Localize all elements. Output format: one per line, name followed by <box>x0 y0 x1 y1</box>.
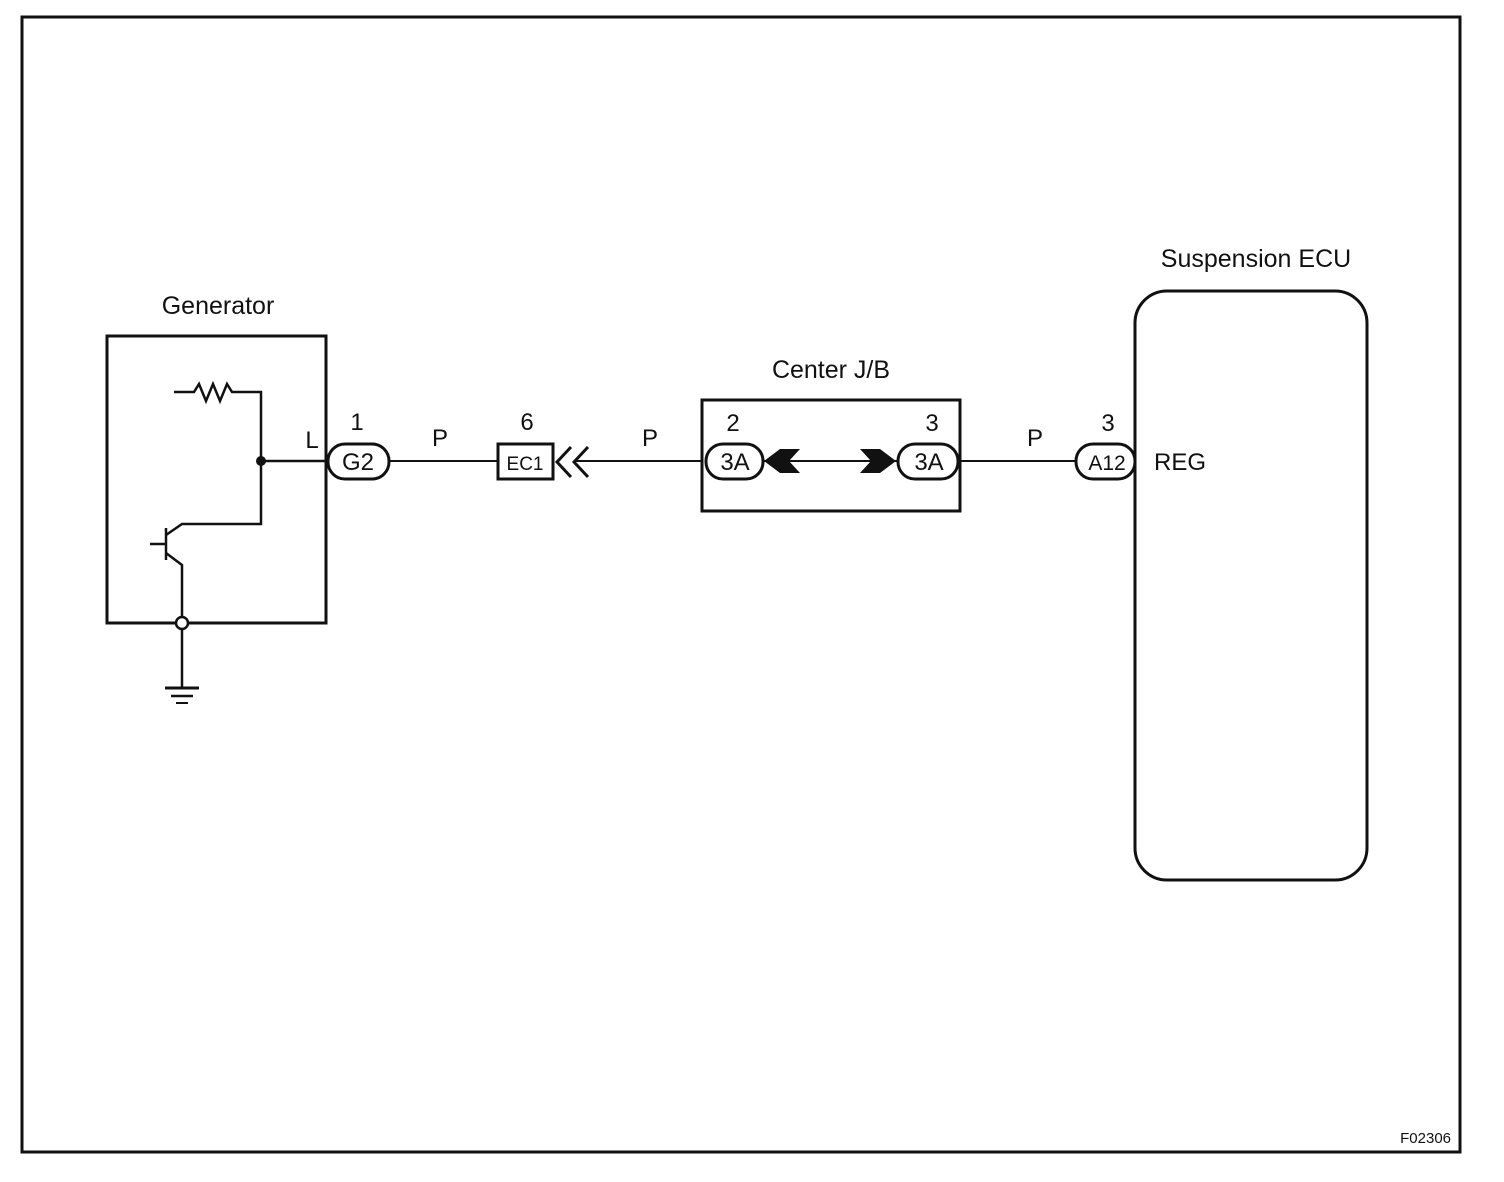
generator: Generator L <box>105 292 328 704</box>
center-jb-right-label: 3A <box>914 449 943 476</box>
generator-title: Generator <box>162 292 275 320</box>
suspension-ecu-box <box>1133 289 1369 882</box>
wire-1-color: P <box>432 425 448 452</box>
transistor-symbol <box>150 461 263 617</box>
wire-2-color: P <box>642 425 658 452</box>
left-arrowhead-icon <box>764 449 800 473</box>
outer-frame <box>20 15 1462 1154</box>
connector-g2-label: G2 <box>342 449 374 476</box>
connector-a12: 3 A12 <box>1074 410 1137 481</box>
connector-ec1: 6 EC1 <box>496 409 590 481</box>
figure-code: F02306 <box>1400 1130 1451 1147</box>
center-jb-left-label: 3A <box>720 449 749 476</box>
center-jb: Center J/B 2 3A 3 3A <box>700 356 962 513</box>
connector-g2: 1 G2 <box>326 409 391 481</box>
center-jb-box <box>700 398 962 513</box>
ground-terminal <box>174 615 190 631</box>
connector-g2-pin: 1 <box>350 409 363 436</box>
center-jb-left-pin: 2 <box>726 410 739 437</box>
connector-a12-pin: 3 <box>1101 410 1114 437</box>
suspension-ecu-terminal-label: REG <box>1154 449 1206 476</box>
connector-ec1-pin: 6 <box>520 409 533 436</box>
generator-box <box>105 334 328 625</box>
suspension-ecu: Suspension ECU REG <box>1133 245 1369 882</box>
right-arrowhead-icon <box>860 449 896 473</box>
generator-terminal-label: L <box>305 427 318 454</box>
wire-3-color: P <box>1027 425 1043 452</box>
resistor-symbol <box>174 380 263 461</box>
suspension-ecu-title: Suspension ECU <box>1161 245 1351 273</box>
connector-ec1-label: EC1 <box>507 454 544 475</box>
center-jb-title: Center J/B <box>772 356 890 384</box>
connector-a12-label: A12 <box>1088 452 1125 475</box>
center-jb-right-pin: 3 <box>925 410 938 437</box>
ground-icon <box>165 686 199 704</box>
